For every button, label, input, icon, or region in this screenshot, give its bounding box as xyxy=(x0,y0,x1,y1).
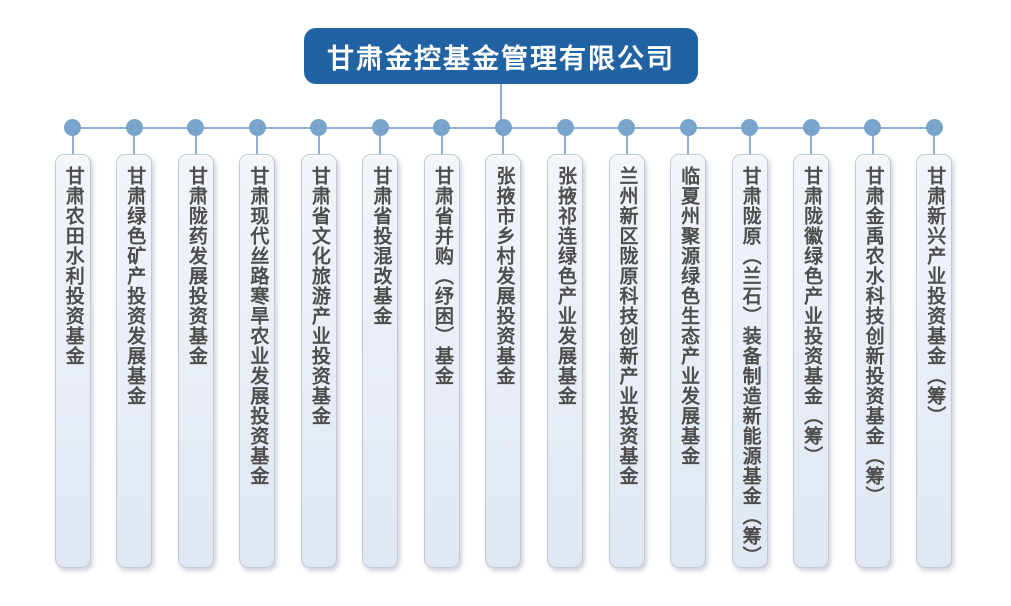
fund-node: 甘肃省文化旅游产业投资基金 xyxy=(300,154,337,568)
org-branch: 甘肃现代丝路寒旱农业发展投资基金 xyxy=(227,119,289,568)
connector-dot xyxy=(433,119,451,136)
fund-node-label: 临夏州聚源绿色生态产业发展基金 xyxy=(678,166,700,466)
root-node: 甘肃金控基金管理有限公司 xyxy=(304,28,698,84)
connector-dot xyxy=(64,119,82,136)
root-connector-line xyxy=(500,84,502,128)
fund-node: 甘肃陇药发展投资基金 xyxy=(177,154,214,568)
root-node-label: 甘肃金控基金管理有限公司 xyxy=(327,43,675,74)
connector-stub xyxy=(564,136,567,154)
org-branch: 甘肃陇原（兰石）装备制造新能源基金（筹） xyxy=(719,119,781,568)
fund-node-label: 张掖祁连绿色产业发展基金 xyxy=(555,166,577,406)
fund-node-label: 甘肃省并购（纾困）基金 xyxy=(431,166,453,386)
fund-node: 甘肃新兴产业投资基金（筹） xyxy=(916,154,953,568)
fund-node-label: 甘肃绿色矿产投资发展基金 xyxy=(124,166,146,406)
connector-stub xyxy=(933,136,936,154)
connector-dot xyxy=(741,119,759,136)
connector-dot xyxy=(864,119,882,136)
org-branch: 临夏州聚源绿色生态产业发展基金 xyxy=(657,119,719,568)
fund-node: 张掖市乡村发展投资基金 xyxy=(485,154,522,568)
fund-node: 临夏州聚源绿色生态产业发展基金 xyxy=(670,154,707,568)
connector-stub xyxy=(317,136,320,154)
fund-node-label: 甘肃陇徽绿色产业投资基金（筹） xyxy=(801,166,823,466)
fund-node: 张掖祁连绿色产业发展基金 xyxy=(547,154,584,568)
org-branch: 甘肃陇药发展投资基金 xyxy=(165,119,227,568)
connector-dot xyxy=(494,119,512,136)
fund-branches: 甘肃农田水利投资基金 甘肃绿色矿产投资发展基金 甘肃陇药发展投资基金 甘肃现代丝… xyxy=(0,119,1011,568)
org-branch: 甘肃陇徽绿色产业投资基金（筹） xyxy=(780,119,842,568)
fund-node-label: 张掖市乡村发展投资基金 xyxy=(493,166,515,386)
org-branch: 甘肃省文化旅游产业投资基金 xyxy=(288,119,350,568)
fund-node-label: 甘肃省投混改基金 xyxy=(370,166,392,326)
connector-dot xyxy=(618,119,636,136)
connector-stub xyxy=(687,136,690,154)
org-branch: 甘肃新兴产业投资基金（筹） xyxy=(903,119,965,568)
connector-stub xyxy=(194,136,197,154)
fund-node-label: 甘肃陇药发展投资基金 xyxy=(185,166,207,366)
fund-node: 甘肃省并购（纾困）基金 xyxy=(423,154,460,568)
org-branch: 甘肃金禹农水科技创新投资基金（筹） xyxy=(842,119,904,568)
fund-node: 甘肃陇原（兰石）装备制造新能源基金（筹） xyxy=(731,154,768,568)
connector-stub xyxy=(379,136,382,154)
fund-node: 甘肃农田水利投资基金 xyxy=(54,154,91,568)
org-branch: 张掖祁连绿色产业发展基金 xyxy=(534,119,596,568)
connector-dot xyxy=(187,119,205,136)
org-branch: 甘肃绿色矿产投资发展基金 xyxy=(104,119,166,568)
connector-dot xyxy=(802,119,820,136)
connector-stub xyxy=(71,136,74,154)
connector-stub xyxy=(440,136,443,154)
connector-stub xyxy=(810,136,813,154)
connector-dot xyxy=(125,119,143,136)
connector-dot xyxy=(310,119,328,136)
connector-stub xyxy=(871,136,874,154)
org-branch: 张掖市乡村发展投资基金 xyxy=(473,119,535,568)
connector-stub xyxy=(256,136,259,154)
fund-node-label: 甘肃新兴产业投资基金（筹） xyxy=(924,166,946,426)
fund-node: 甘肃陇徽绿色产业投资基金（筹） xyxy=(793,154,830,568)
connector-stub xyxy=(625,136,628,154)
connector-dot xyxy=(679,119,697,136)
fund-node: 甘肃现代丝路寒旱农业发展投资基金 xyxy=(239,154,276,568)
connector-stub xyxy=(133,136,136,154)
connector-stub xyxy=(748,136,751,154)
fund-node: 兰州新区陇原科技创新产业投资基金 xyxy=(608,154,645,568)
fund-node-label: 甘肃省文化旅游产业投资基金 xyxy=(308,166,330,426)
fund-node-label: 甘肃现代丝路寒旱农业发展投资基金 xyxy=(247,166,269,486)
connector-dot xyxy=(556,119,574,136)
fund-node: 甘肃绿色矿产投资发展基金 xyxy=(116,154,153,568)
org-branch: 甘肃农田水利投资基金 xyxy=(42,119,104,568)
org-branch: 甘肃省投混改基金 xyxy=(350,119,412,568)
connector-dot xyxy=(371,119,389,136)
org-branch: 甘肃省并购（纾困）基金 xyxy=(411,119,473,568)
connector-dot xyxy=(248,119,266,136)
fund-node: 甘肃金禹农水科技创新投资基金（筹） xyxy=(854,154,891,568)
fund-node-label: 甘肃陇原（兰石）装备制造新能源基金（筹） xyxy=(739,166,761,566)
fund-node: 甘肃省投混改基金 xyxy=(362,154,399,568)
connector-dot xyxy=(925,119,943,136)
connector-stub xyxy=(502,136,505,154)
fund-node-label: 甘肃农田水利投资基金 xyxy=(62,166,84,366)
fund-node-label: 甘肃金禹农水科技创新投资基金（筹） xyxy=(862,166,884,506)
org-branch: 兰州新区陇原科技创新产业投资基金 xyxy=(596,119,658,568)
fund-node-label: 兰州新区陇原科技创新产业投资基金 xyxy=(616,166,638,486)
